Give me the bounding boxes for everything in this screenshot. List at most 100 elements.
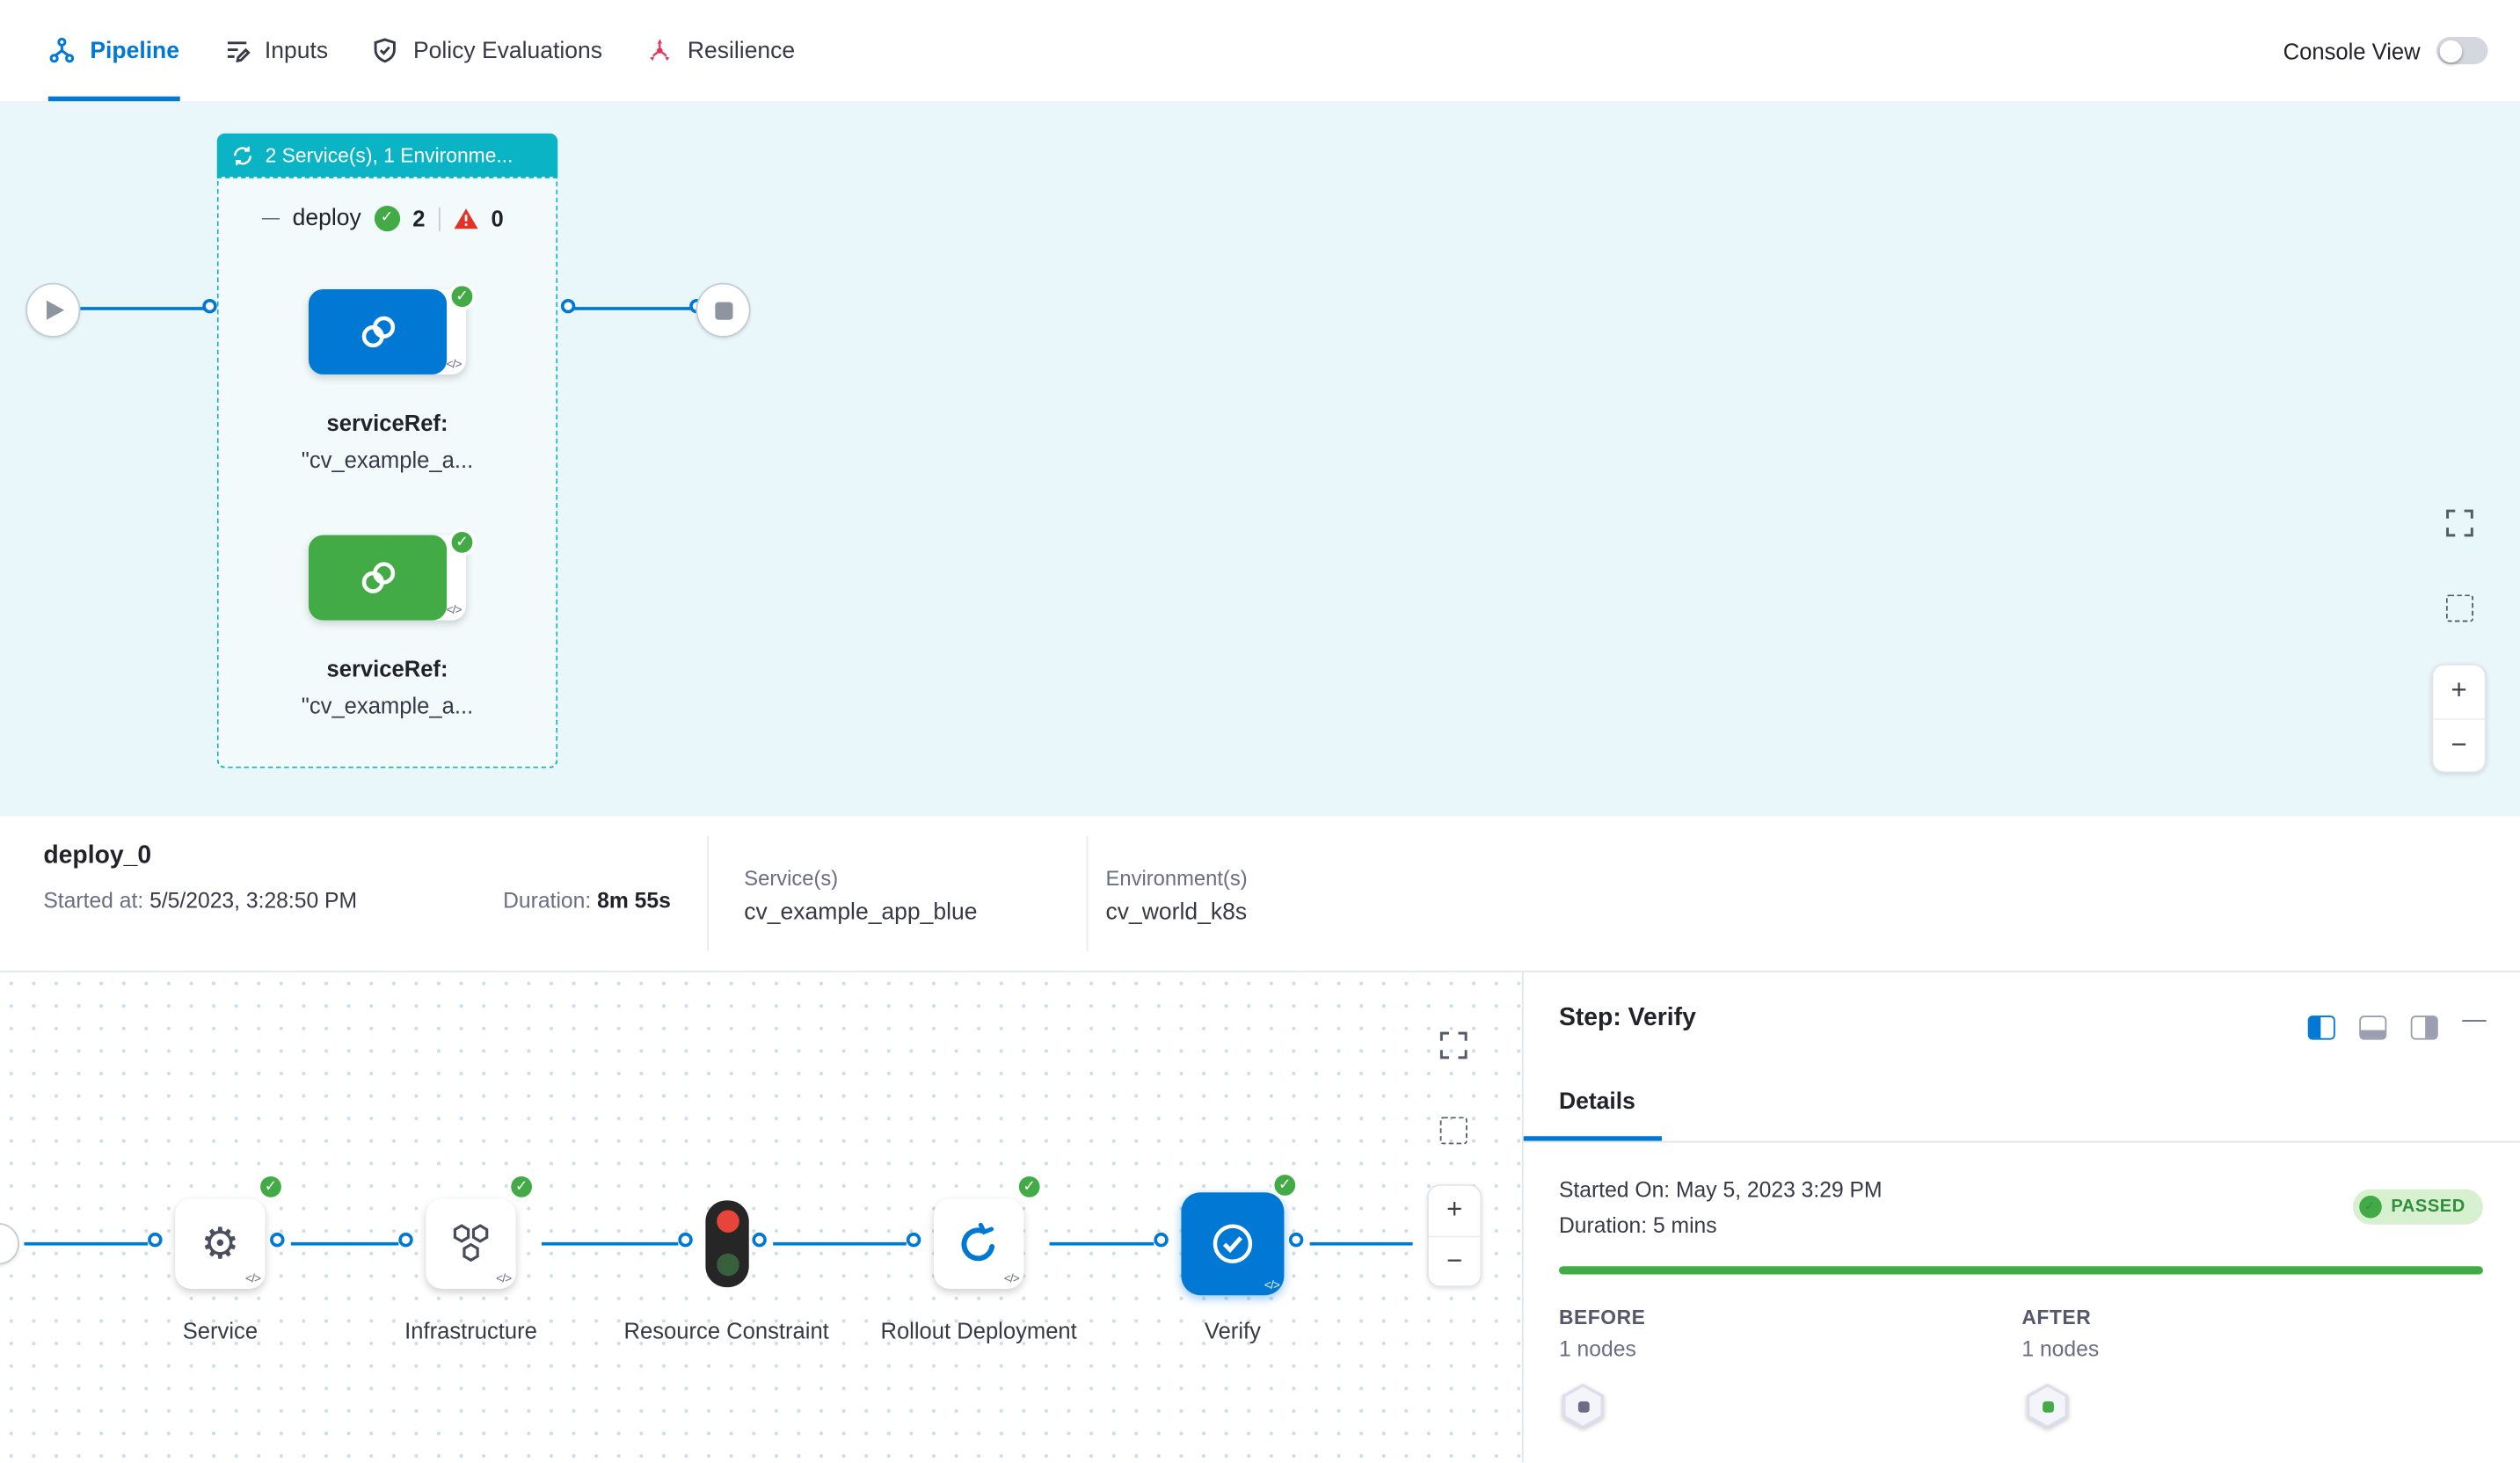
toggle-knob xyxy=(2439,39,2463,62)
stage-header-row[interactable]: — deploy ✓ 2 0 xyxy=(261,205,504,232)
duration: Duration: 8m 55s xyxy=(503,889,671,913)
execution-graph-canvas[interactable]: ⚙ </> ✓ Service </> ✓ Infrastructure xyxy=(0,972,1524,1463)
zoom-in-button[interactable]: + xyxy=(2433,665,2485,718)
service-node-blue[interactable]: </> ✓ xyxy=(308,282,477,375)
code-icon: </> xyxy=(245,1270,261,1286)
edge-connector-dot xyxy=(1154,1232,1169,1248)
canvas-fit-view-button[interactable] xyxy=(2431,495,2486,550)
started-at-label: Started at: xyxy=(43,888,144,913)
panel-layout-full-icon[interactable] xyxy=(2410,1015,2438,1040)
edge xyxy=(541,1241,679,1246)
success-badge-icon: ✓ xyxy=(1271,1171,1299,1199)
console-view-control: Console View xyxy=(2283,0,2488,101)
edge xyxy=(290,1241,399,1246)
canvas-select-button[interactable] xyxy=(1425,1103,1480,1157)
step-node-rollout-deployment[interactable]: </> ✓ xyxy=(933,1173,1044,1289)
started-at: Started at: 5/5/2023, 3:28:50 PM xyxy=(43,889,357,913)
stage-group-badge-label: 2 Service(s), 1 Environme... xyxy=(265,143,513,167)
traffic-light-green xyxy=(716,1253,739,1277)
status-badge: ✓ PASSED xyxy=(2352,1189,2483,1225)
status-badge-label: PASSED xyxy=(2391,1197,2465,1217)
success-badge-icon: ✓ xyxy=(257,1173,285,1201)
console-view-toggle[interactable] xyxy=(2436,37,2488,65)
started-at-value: 5/5/2023, 3:28:50 PM xyxy=(149,888,358,913)
divider xyxy=(707,835,710,952)
step-node-resource-constraint[interactable] xyxy=(705,1200,749,1288)
code-icon: </> xyxy=(496,1270,512,1286)
canvas-zoom-controls: + − xyxy=(2431,663,2487,774)
edge-connector-dot xyxy=(752,1232,767,1248)
services-value: cv_example_app_blue xyxy=(744,899,978,926)
after-label: AFTER xyxy=(2021,1307,2092,1329)
step-progress-bar xyxy=(1558,1266,2483,1275)
before-node-hexagon[interactable] xyxy=(1562,1383,1605,1429)
pipeline-start-node[interactable] xyxy=(25,282,81,338)
resilience-icon xyxy=(649,39,670,62)
edge-connector-dot xyxy=(1288,1232,1304,1248)
rollout-icon xyxy=(961,1222,995,1262)
edge-connector-dot xyxy=(270,1232,285,1248)
stage-group-box xyxy=(216,177,558,768)
edge-stage-to-end xyxy=(570,307,703,310)
after-node-hexagon[interactable] xyxy=(2026,1383,2069,1429)
step-panel-title: Step: Verify xyxy=(1558,1004,1696,1032)
execution-section: ⚙ </> ✓ Service </> ✓ Infrastructure xyxy=(0,972,2520,1463)
code-icon: </> xyxy=(1264,1277,1280,1292)
tab-inputs[interactable]: Inputs xyxy=(222,0,328,101)
stage-graph-canvas[interactable]: 2 Service(s), 1 Environme... — deploy ✓ … xyxy=(0,102,2520,817)
service-ref-value: "cv_example_a... xyxy=(301,692,474,719)
tab-resilience-label: Resilience xyxy=(687,37,796,64)
stage-summary-bar: deploy_0 Started at: 5/5/2023, 3:28:50 P… xyxy=(0,816,2520,972)
before-label: BEFORE xyxy=(1558,1307,1646,1329)
edge-connector-dot xyxy=(202,298,217,314)
divider xyxy=(1086,835,1089,952)
console-view-label: Console View xyxy=(2283,37,2421,64)
stage-group-header[interactable]: 2 Service(s), 1 Environme... xyxy=(216,133,558,178)
warning-count: 0 xyxy=(491,205,504,232)
edge-connector-dot xyxy=(398,1232,413,1248)
canvas-select-button[interactable] xyxy=(2431,580,2486,635)
success-count: 2 xyxy=(412,205,426,232)
step-label-resource-constraint: Resource Constraint xyxy=(623,1317,829,1344)
before-value: 1 nodes xyxy=(1558,1336,1636,1362)
zoom-out-button[interactable]: − xyxy=(2433,717,2485,772)
panel-minimize-button[interactable]: — xyxy=(2462,1006,2487,1034)
tab-pipeline[interactable]: Pipeline xyxy=(47,0,179,102)
duration-label: Duration: xyxy=(503,888,592,913)
play-icon xyxy=(47,300,65,320)
traffic-light-red xyxy=(716,1210,739,1233)
step-node-service[interactable]: ⚙ </> ✓ xyxy=(175,1173,285,1289)
edge xyxy=(1309,1241,1413,1246)
edge-connector-dot xyxy=(906,1232,921,1248)
canvas-fit-view-button[interactable] xyxy=(1425,1017,1480,1072)
panel-layout-bottom-icon[interactable] xyxy=(2359,1015,2387,1040)
step-node-infrastructure[interactable]: </> ✓ xyxy=(426,1173,535,1289)
service-ref-title: serviceRef: xyxy=(326,655,448,681)
pipeline-end-node[interactable] xyxy=(696,282,751,338)
tab-policy-evaluations[interactable]: Policy Evaluations xyxy=(371,0,602,101)
step-label-infrastructure: Infrastructure xyxy=(404,1317,537,1344)
edge-start-to-stage xyxy=(80,307,215,310)
step-started-on: Started On: May 5, 2023 3:29 PM xyxy=(1558,1177,1883,1203)
collapse-stage-icon[interactable]: — xyxy=(261,208,280,229)
zoom-out-button[interactable]: − xyxy=(1428,1234,1481,1286)
success-badge-icon: ✓ xyxy=(448,282,477,310)
node-dot-green xyxy=(2042,1400,2054,1412)
step-node-verify[interactable]: </> ✓ xyxy=(1181,1171,1299,1296)
marquee-icon xyxy=(1438,1116,1467,1144)
service-icon-blue xyxy=(308,289,448,375)
shield-check-icon xyxy=(374,38,397,63)
service-node-label: serviceRef: "cv_example_a... xyxy=(259,405,515,479)
tab-resilience[interactable]: Resilience xyxy=(645,0,795,101)
infrastructure-icon xyxy=(453,1224,489,1263)
code-icon: </> xyxy=(1003,1270,1020,1286)
node-dot xyxy=(1577,1400,1589,1412)
tab-policy-evaluations-label: Policy Evaluations xyxy=(412,37,603,64)
service-node-green[interactable]: </> ✓ xyxy=(308,528,477,621)
panel-layout-right-icon[interactable] xyxy=(2307,1015,2335,1040)
zoom-in-button[interactable]: + xyxy=(1428,1185,1481,1235)
edge xyxy=(773,1241,907,1246)
edge xyxy=(24,1241,149,1246)
tab-details[interactable]: Details xyxy=(1558,1089,1635,1116)
